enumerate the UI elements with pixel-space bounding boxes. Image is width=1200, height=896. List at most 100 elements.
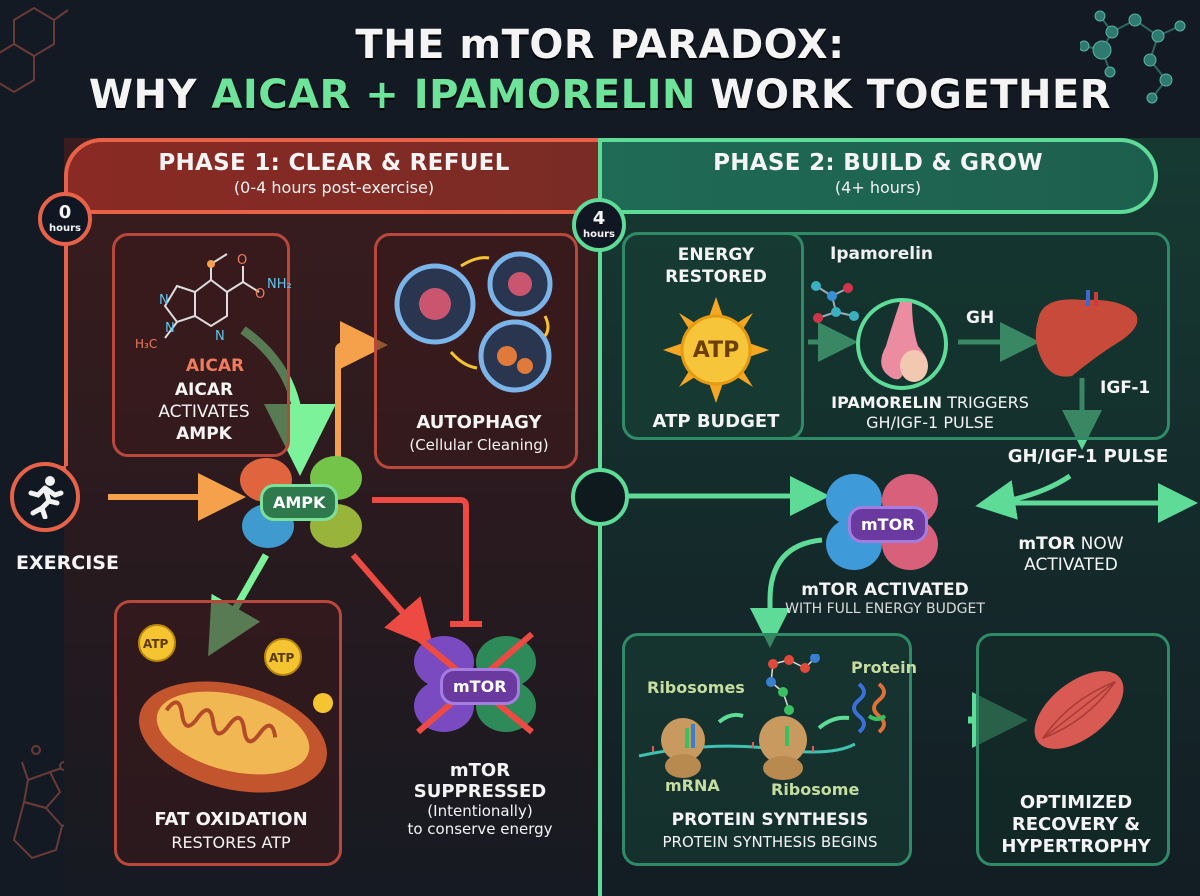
badge-number: 4 bbox=[592, 208, 606, 229]
title-plus: + bbox=[350, 72, 414, 118]
outcome-line3: HYPERTROPHY bbox=[1001, 836, 1151, 857]
mtor-activated-subtitle: WITH FULL ENERGY BUDGET bbox=[785, 601, 985, 617]
title-suffix: WORK TOGETHER bbox=[695, 72, 1112, 118]
phase2-subtitle: (4+ hours) bbox=[834, 178, 922, 197]
liver-icon bbox=[1035, 290, 1138, 377]
protein-synthesis-title: PROTEIN SYNTHESIS bbox=[671, 810, 869, 830]
exercise-node bbox=[10, 462, 80, 532]
aicar-activates-line1: AICAR bbox=[174, 380, 234, 400]
mtor-activated-title: mTOR ACTIVATED bbox=[801, 580, 969, 600]
svg-text:O: O bbox=[237, 253, 247, 268]
title-aicar: AICAR bbox=[211, 72, 351, 118]
aicar-activates-line3: AMPK bbox=[176, 424, 232, 444]
start-4-hours-badge: 4 hours bbox=[572, 198, 626, 252]
title-prefix: WHY bbox=[88, 72, 212, 118]
badge-number: 0 bbox=[58, 202, 72, 223]
title-line-1: THE mTOR PARADOX: bbox=[355, 22, 845, 68]
pituitary-node bbox=[856, 298, 948, 390]
outcome-line1: OPTIMIZED bbox=[1019, 792, 1133, 813]
mitochondrion-icon: ATP ATP bbox=[138, 624, 333, 793]
start-0-hours-badge: 0 hours bbox=[38, 192, 92, 246]
exercise-label: EXERCISE bbox=[16, 552, 119, 574]
svg-text:H₃C: H₃C bbox=[135, 337, 157, 351]
svg-text:N: N bbox=[165, 321, 175, 336]
title-ipamorelin: IPAMORELIN bbox=[413, 72, 696, 118]
phase2-header: PHASE 2: BUILD & GROW (4+ hours) bbox=[598, 138, 1158, 214]
molecule-decoration-top-left-icon bbox=[0, 6, 69, 94]
ribosome-label: Ribosome bbox=[771, 780, 860, 799]
mtor-now-line1: mTOR NOW bbox=[1006, 534, 1136, 555]
atp-sun-label: ATP bbox=[692, 338, 740, 363]
chem-n1: N bbox=[159, 293, 169, 308]
aicar-activates-line2: ACTIVATES bbox=[158, 402, 250, 422]
atp-sun-icon bbox=[663, 297, 769, 403]
atp-coin-2: ATP bbox=[269, 651, 295, 665]
autophagy-subtitle: (Cellular Cleaning) bbox=[409, 436, 549, 454]
mtor-now-activated: mTOR NOW ACTIVATED bbox=[1006, 534, 1136, 576]
ipamorelin-molecule-icon bbox=[811, 281, 859, 323]
energy-restored-card: ENERGY RESTORED ATP ATP BUDGET bbox=[622, 232, 804, 440]
atp-coin-1: ATP bbox=[143, 637, 169, 651]
gh-igf1-pulse-label: GH/IGF-1 PULSE bbox=[1007, 446, 1169, 467]
mtor-activated-label: mTOR bbox=[848, 506, 928, 543]
autophagy-title: AUTOPHAGY bbox=[416, 412, 542, 433]
svg-text:N: N bbox=[215, 329, 225, 344]
mtor-activated-complex: mTOR bbox=[822, 470, 942, 574]
mtor-now-bold: mTOR bbox=[1018, 534, 1076, 554]
svg-text:NH₂: NH₂ bbox=[267, 277, 292, 292]
aicar-molecule-name: AICAR bbox=[185, 356, 245, 376]
mtor-suppressed-label: mTOR bbox=[440, 668, 520, 705]
phase1-subtitle: (0-4 hours post-exercise) bbox=[233, 178, 435, 197]
protein-synthesis-subtitle: PROTEIN SYNTHESIS BEGINS bbox=[662, 833, 878, 851]
phase2-title: PHASE 2: BUILD & GROW bbox=[713, 150, 1043, 176]
ampk-complex: AMPK bbox=[236, 452, 368, 552]
mrna-label: mRNA bbox=[665, 776, 720, 795]
ribosome-translation-icon bbox=[638, 654, 887, 780]
fat-oxidation-card: ATP ATP FAT OXIDATION RESTORES ATP bbox=[114, 600, 342, 866]
title-line-2: WHY AICAR + IPAMORELIN WORK TOGETHER bbox=[0, 70, 1200, 120]
mtor-suppressed-line3: (Intentionally) bbox=[427, 802, 533, 820]
phase1-timeline-line bbox=[64, 214, 68, 466]
page-title: THE mTOR PARADOX: WHY AICAR + IPAMORELIN… bbox=[0, 20, 1200, 120]
phase1-title: PHASE 1: CLEAR & REFUEL bbox=[158, 150, 510, 176]
aicar-molecule-icon: N N N O O NH₂ H₃C bbox=[135, 253, 292, 351]
autophagy-card: AUTOPHAGY (Cellular Cleaning) bbox=[374, 233, 578, 469]
caption-triggers: TRIGGERS bbox=[942, 393, 1029, 412]
energy-restored-line2: RESTORED bbox=[665, 267, 767, 287]
igf1-label: IGF-1 bbox=[1100, 378, 1151, 398]
protein-synthesis-card: Ribosomes Protein mRNA Ribosome PROTEIN … bbox=[622, 633, 917, 866]
ipamorelin-caption-line2: GH/IGF-1 PULSE bbox=[866, 413, 994, 432]
running-person-icon bbox=[28, 476, 64, 519]
outcome-card: OPTIMIZED RECOVERY & HYPERTROPHY bbox=[976, 633, 1170, 866]
mtor-suppressed-line1: mTOR bbox=[449, 760, 511, 781]
pituitary-gland-icon bbox=[881, 302, 928, 382]
phase2-timeline-line bbox=[598, 214, 602, 896]
ipamorelin-caption: IPAMORELIN TRIGGERS GH/IGF-1 PULSE bbox=[800, 393, 1060, 433]
mtor-now-line2: ACTIVATED bbox=[1024, 555, 1118, 575]
phase2-junction-node bbox=[571, 468, 629, 526]
badge-unit: hours bbox=[583, 229, 615, 240]
fat-oxidation-title: FAT OXIDATION bbox=[154, 809, 308, 830]
svg-text:O: O bbox=[255, 287, 265, 302]
gh-label: GH bbox=[966, 308, 995, 328]
aicar-card: N N N O O NH₂ H₃C AICAR AICAR ACTIVATES … bbox=[112, 233, 292, 457]
molecule-decoration-top-right-icon bbox=[1080, 10, 1186, 104]
mtor-suppressed-complex: mTOR bbox=[410, 628, 540, 738]
mtor-suppressed-text: mTOR SUPPRESSED (Intentionally) to conse… bbox=[380, 760, 580, 838]
fat-oxidation-subtitle: RESTORES ATP bbox=[171, 833, 291, 852]
caption-ipamorelin: IPAMORELIN bbox=[831, 393, 943, 412]
ribosomes-label: Ribosomes bbox=[647, 678, 745, 697]
energy-restored-line1: ENERGY bbox=[677, 245, 755, 265]
muscle-icon bbox=[1034, 671, 1124, 749]
ipamorelin-label: Ipamorelin bbox=[830, 244, 934, 264]
autophagy-cells-icon bbox=[394, 251, 553, 393]
outcome-line2: RECOVERY & bbox=[1011, 814, 1141, 835]
mtor-suppressed-line4: to conserve energy bbox=[407, 820, 553, 838]
mtor-suppressed-line2: SUPPRESSED bbox=[413, 781, 547, 802]
ipamorelin-caption-line1: IPAMORELIN TRIGGERS bbox=[800, 393, 1060, 413]
phase1-header: PHASE 1: CLEAR & REFUEL (0-4 hours post-… bbox=[64, 138, 600, 214]
badge-unit: hours bbox=[49, 223, 81, 234]
ampk-label: AMPK bbox=[260, 484, 339, 521]
atp-budget-label: ATP BUDGET bbox=[652, 411, 780, 432]
mtor-now-rest: NOW bbox=[1075, 534, 1124, 554]
